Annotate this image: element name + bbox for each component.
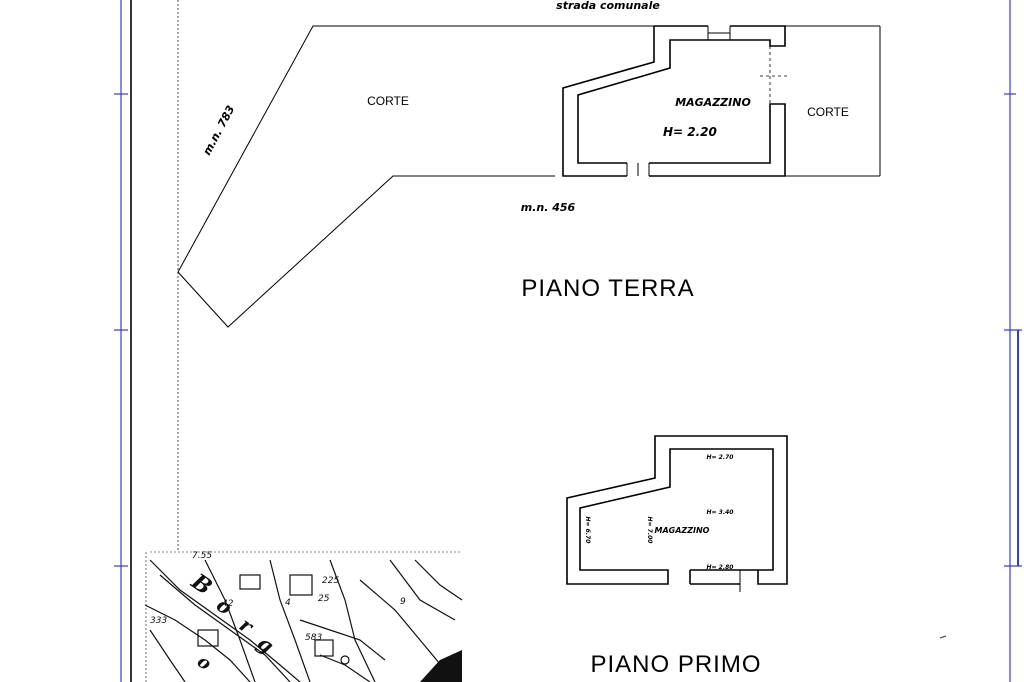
ground-room-label: MAGAZZINO — [675, 96, 751, 109]
svg-text:4: 4 — [285, 598, 291, 608]
courtyard-left-label: CORTE — [367, 94, 409, 108]
cadastral-map-excerpt: 333 7.55 42 583 225 25 9 4 B o r g o — [144, 550, 463, 682]
ground-floor-walls — [562, 25, 786, 177]
first-height-mid: H= 3.40 — [707, 509, 734, 516]
ground-floor-title: PIANO TERRA — [521, 275, 694, 302]
lot-outline — [177, 25, 555, 328]
first-room-label: MAGAZZINO — [655, 526, 710, 535]
first-height-vert-left: H= 6.70 — [584, 517, 591, 544]
first-floor-plan: H= 2.70 H= 3.40 H= 2.80 MAGAZZINO H= 6.7… — [566, 435, 788, 678]
svg-text:333: 333 — [150, 616, 167, 626]
svg-text:25: 25 — [318, 594, 330, 604]
svg-text:225: 225 — [322, 576, 339, 586]
first-height-vert-mid: H= 7.00 — [646, 517, 653, 544]
parcel-left-label: m.n. 783 — [200, 103, 237, 157]
svg-text:42: 42 — [222, 599, 234, 609]
svg-text:583: 583 — [305, 633, 322, 643]
svg-text:9: 9 — [400, 597, 406, 607]
courtyard-right-label: CORTE — [807, 105, 849, 119]
parcel-bottom-label: m.n. 456 — [521, 201, 576, 214]
sheet-frame — [114, 0, 1022, 682]
ground-height-label: H= 2.20 — [663, 125, 717, 139]
first-floor-title: PIANO PRIMO — [590, 651, 761, 678]
ground-floor-plan: strada comunale CORTE CORTE MAGAZZINO H=… — [177, 0, 881, 328]
svg-text:7.55: 7.55 — [192, 551, 212, 561]
first-height-top: H= 2.70 — [707, 454, 734, 461]
first-floor-walls — [566, 435, 788, 585]
first-height-bottom: H= 2.80 — [707, 564, 734, 571]
road-label: strada comunale — [556, 0, 660, 12]
